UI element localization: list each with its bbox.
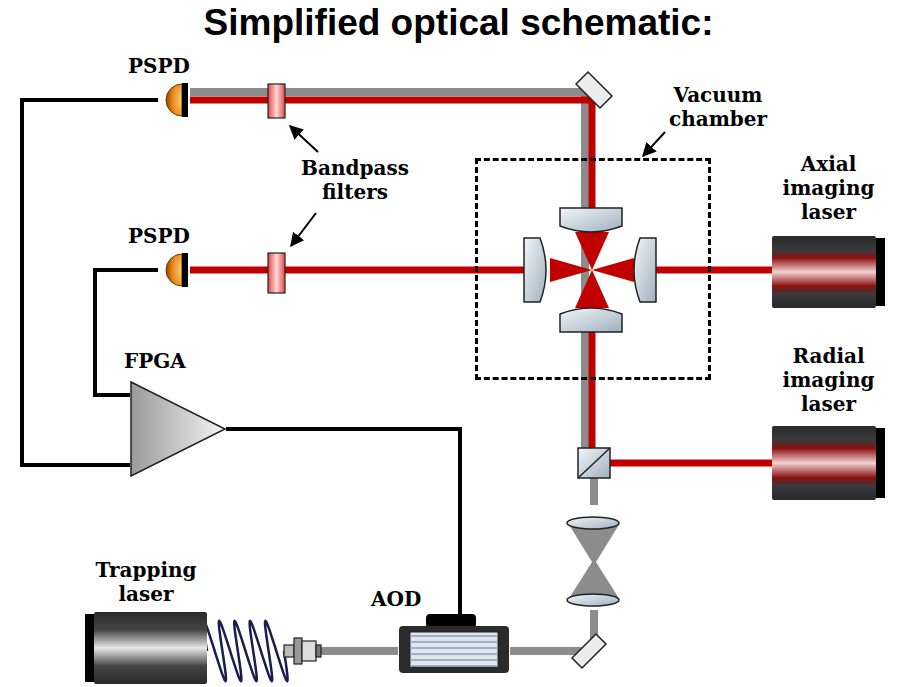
component-label: Vacuum chamber (643, 83, 793, 131)
photodiode: PSPD (158, 252, 190, 288)
vacuum-chamber-shape (478, 161, 708, 377)
lens (567, 517, 619, 606)
component-label: Trapping laser (71, 558, 221, 606)
acousto-optic-deflector: AOD (398, 614, 510, 674)
signal-wire (226, 429, 460, 614)
trapping-laser-shape (85, 612, 207, 684)
photodiode: PSPD (158, 82, 190, 118)
component-label: PSPD (128, 224, 190, 248)
lens (524, 208, 656, 332)
imaging-laser: Radial imaging laser (772, 426, 885, 500)
component-label: PSPD (128, 54, 190, 78)
bandpass-filter (268, 84, 285, 293)
callout-label: Bandpass filters (280, 156, 430, 204)
imaging-laser-shape (772, 236, 885, 308)
beam-focus (550, 258, 634, 282)
signal-wire (95, 270, 158, 395)
photodiode-shape (158, 82, 190, 118)
component-label: Radial imaging laser (762, 344, 895, 416)
acousto-optic-deflector-shape (398, 614, 510, 674)
fpga-amplifier: FPGA (130, 381, 226, 477)
component-label: AOD (371, 587, 421, 611)
fiber-connector (284, 638, 321, 664)
diagram-title: Simplified optical schematic: (0, 2, 917, 44)
photodiode-shape (158, 252, 190, 288)
optical-fiber (203, 621, 287, 681)
trapping-beam (190, 92, 594, 651)
fpga-amplifier-shape (130, 381, 226, 477)
beam-focus (568, 523, 620, 600)
vacuum-chamber: Vacuum chamber (475, 158, 711, 380)
trapping-laser: Trapping laser (85, 612, 207, 684)
component-label: Axial imaging laser (762, 152, 895, 224)
beam-splitter (578, 448, 610, 478)
imaging-laser-shape (772, 426, 885, 500)
mirror (572, 72, 612, 668)
imaging-beam (190, 96, 772, 463)
component-label: FPGA (124, 349, 186, 373)
imaging-laser: Axial imaging laser (772, 236, 885, 308)
